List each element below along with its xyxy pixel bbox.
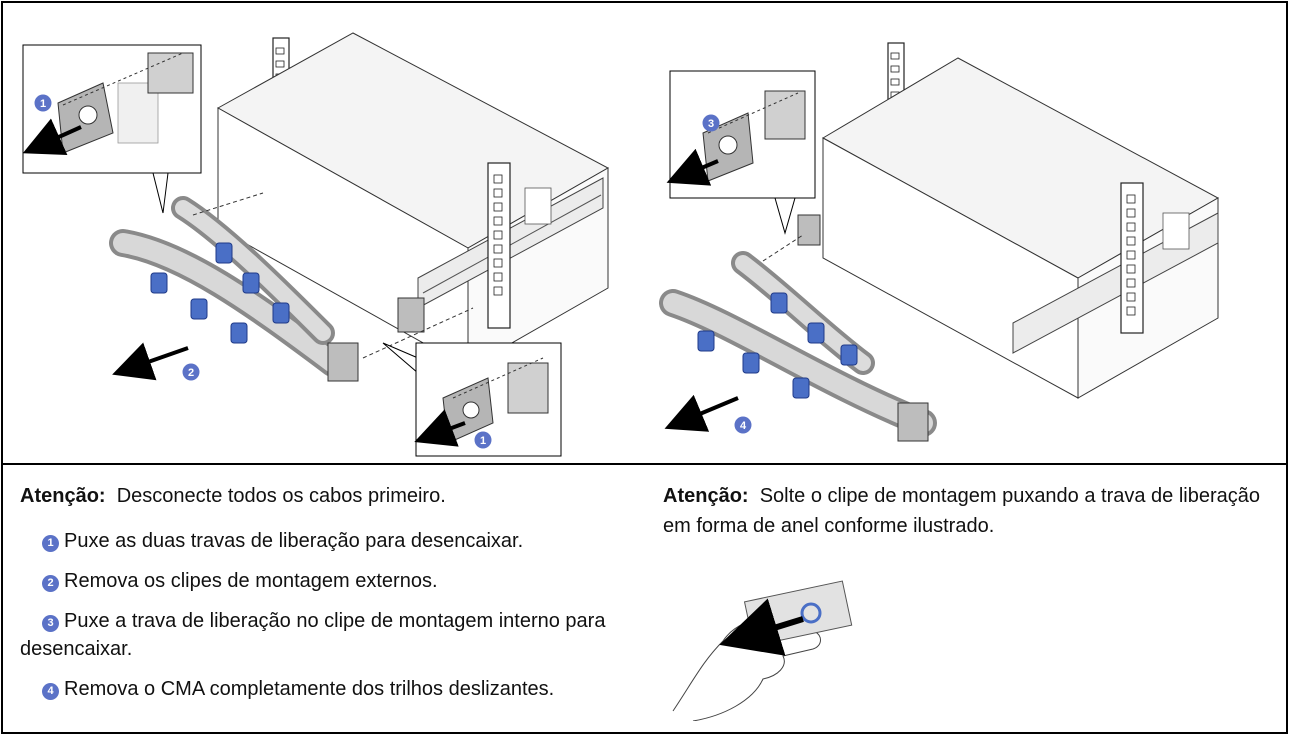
step-text: Remova os clipes de montagem externos.	[64, 570, 438, 592]
attention-text: Desconecte todos os cabos primeiro.	[116, 485, 446, 507]
attention-note: Atenção: Solte o clipe de montagem puxan…	[663, 481, 1283, 541]
pull-arrow-left	[112, 342, 189, 381]
left-instructions: Atenção: Desconecte todos os cabos prime…	[20, 481, 640, 715]
left-inset-bottom: 1	[382, 342, 562, 457]
attention-label: Atenção:	[20, 485, 106, 507]
attention-text: Solte o clipe de montagem puxando a trav…	[663, 485, 1261, 537]
callout-number: 3	[708, 118, 714, 130]
left-server-chassis	[216, 32, 610, 369]
left-cable-management-arm	[109, 192, 474, 382]
callout-badge	[182, 363, 200, 381]
attention-note: Atenção: Desconecte todos os cabos prime…	[20, 481, 640, 511]
callout-number: 4	[740, 420, 747, 432]
right-instructions: Atenção: Solte o clipe de montagem puxan…	[663, 481, 1283, 721]
cma-removal-illustration: 2 1 1	[22, 32, 1220, 457]
step-1: 1 Puxe as duas travas de liberação para d…	[20, 527, 640, 555]
attention-label: Atenção:	[663, 485, 749, 507]
step-number-badge: 1	[42, 535, 59, 552]
hand-pulling-ring-illustration	[672, 580, 853, 721]
right-cable-management-arm	[659, 214, 937, 442]
pull-arrow-right	[664, 394, 739, 432]
step-text: Puxe a trava de liberação no clipe de mo…	[20, 610, 606, 660]
step-text: Remova o CMA completamente dos trilhos d…	[64, 678, 555, 700]
callout-number: 1	[480, 435, 486, 447]
left-inset-top: 1	[22, 44, 202, 214]
step-number-badge: 3	[42, 615, 59, 632]
step-number-badge: 4	[42, 683, 59, 700]
right-inset: 3	[666, 70, 816, 235]
step-text: Puxe as duas travas de liberação para de…	[64, 530, 524, 552]
right-server-chassis	[821, 42, 1220, 399]
step-4: 4 Remova o CMA completamente dos trilhos …	[20, 675, 640, 703]
divider	[3, 463, 1286, 465]
callout-number: 2	[188, 367, 194, 379]
callout-number: 1	[40, 98, 46, 110]
step-2: 2 Remova os clipes de montagem externos.	[20, 567, 640, 595]
step-number-badge: 2	[42, 575, 59, 592]
